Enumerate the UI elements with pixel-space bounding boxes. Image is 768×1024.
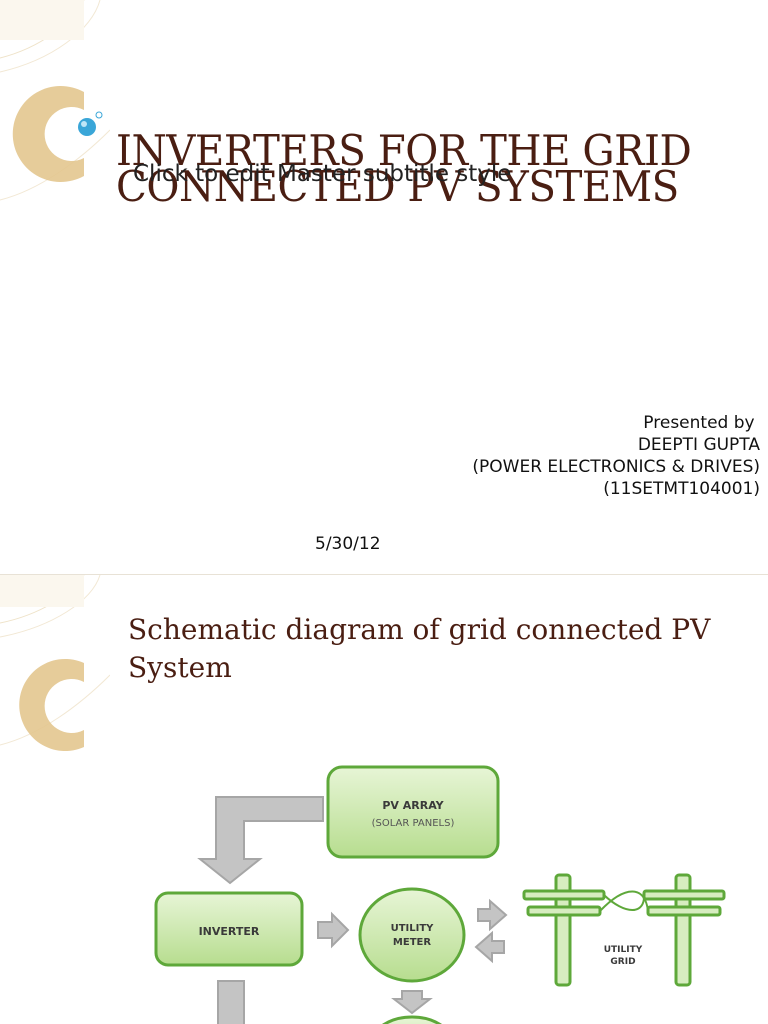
slide-title-line-2: CONNECTED PV SYSTEMS	[116, 162, 679, 211]
presenter-label: Presented by	[643, 413, 760, 433]
inverter-box: INVERTER	[154, 891, 304, 967]
utility-meter-label-2: METER	[393, 937, 431, 948]
diagram-slide: Schematic diagram of grid connected PV S…	[0, 575, 768, 1024]
meter-to-grid-arrow	[477, 898, 508, 932]
decorative-rings-graphic-2	[0, 575, 110, 751]
pv-system-schematic: PV ARRAY (SOLAR PANELS) INVERTER UTILITY…	[154, 765, 726, 1024]
presenter-name: DEEPTI GUPTA	[637, 435, 760, 455]
slide-2-title-line-2: System	[128, 651, 232, 684]
pv-array-sublabel: (SOLAR PANELS)	[372, 818, 455, 829]
bottom-element-partial	[381, 1015, 443, 1024]
utility-grid-label-1: UTILITY	[604, 945, 643, 955]
inverter-down-arrow	[217, 980, 245, 1024]
decorative-rings-graphic	[0, 0, 110, 201]
slide-date: 5/30/12	[315, 534, 381, 554]
utility-grid-poles	[522, 873, 726, 987]
pv-array-box: PV ARRAY (SOLAR PANELS)	[326, 765, 500, 859]
pv-to-inverter-arrow	[197, 796, 324, 885]
subtitle-placeholder: Click to edit Master subtitle style	[133, 161, 512, 187]
utility-meter-circle: UTILITY METER	[358, 887, 466, 983]
grid-to-meter-arrow	[474, 930, 505, 964]
slide-title-line-1: INVERTERS FOR THE GRID	[116, 126, 692, 175]
utility-meter-label-1: UTILITY	[391, 923, 435, 934]
meter-down-arrow	[391, 990, 433, 1015]
utility-grid-label-2: GRID	[610, 957, 635, 967]
presenter-roll-number: (11SETMT104001)	[603, 479, 760, 499]
pv-array-label: PV ARRAY	[382, 799, 444, 812]
slide-title: INVERTERS FOR THE GRID CONNECTED PV SYST…	[116, 126, 692, 211]
slide-2-title-line-1: Schematic diagram of grid connected PV	[128, 613, 711, 646]
inverter-to-meter-arrow	[317, 911, 350, 949]
inverter-label: INVERTER	[199, 925, 260, 938]
slide-divider	[0, 574, 768, 575]
presenter-department: (POWER ELECTRONICS & DRIVES)	[472, 457, 760, 477]
presenter-info: Presented by DEEPTI GUPTA (POWER ELECTRO…	[472, 412, 760, 500]
title-slide: INVERTERS FOR THE GRID CONNECTED PV SYST…	[0, 0, 760, 554]
slide-2-title: Schematic diagram of grid connected PV S…	[128, 611, 710, 687]
